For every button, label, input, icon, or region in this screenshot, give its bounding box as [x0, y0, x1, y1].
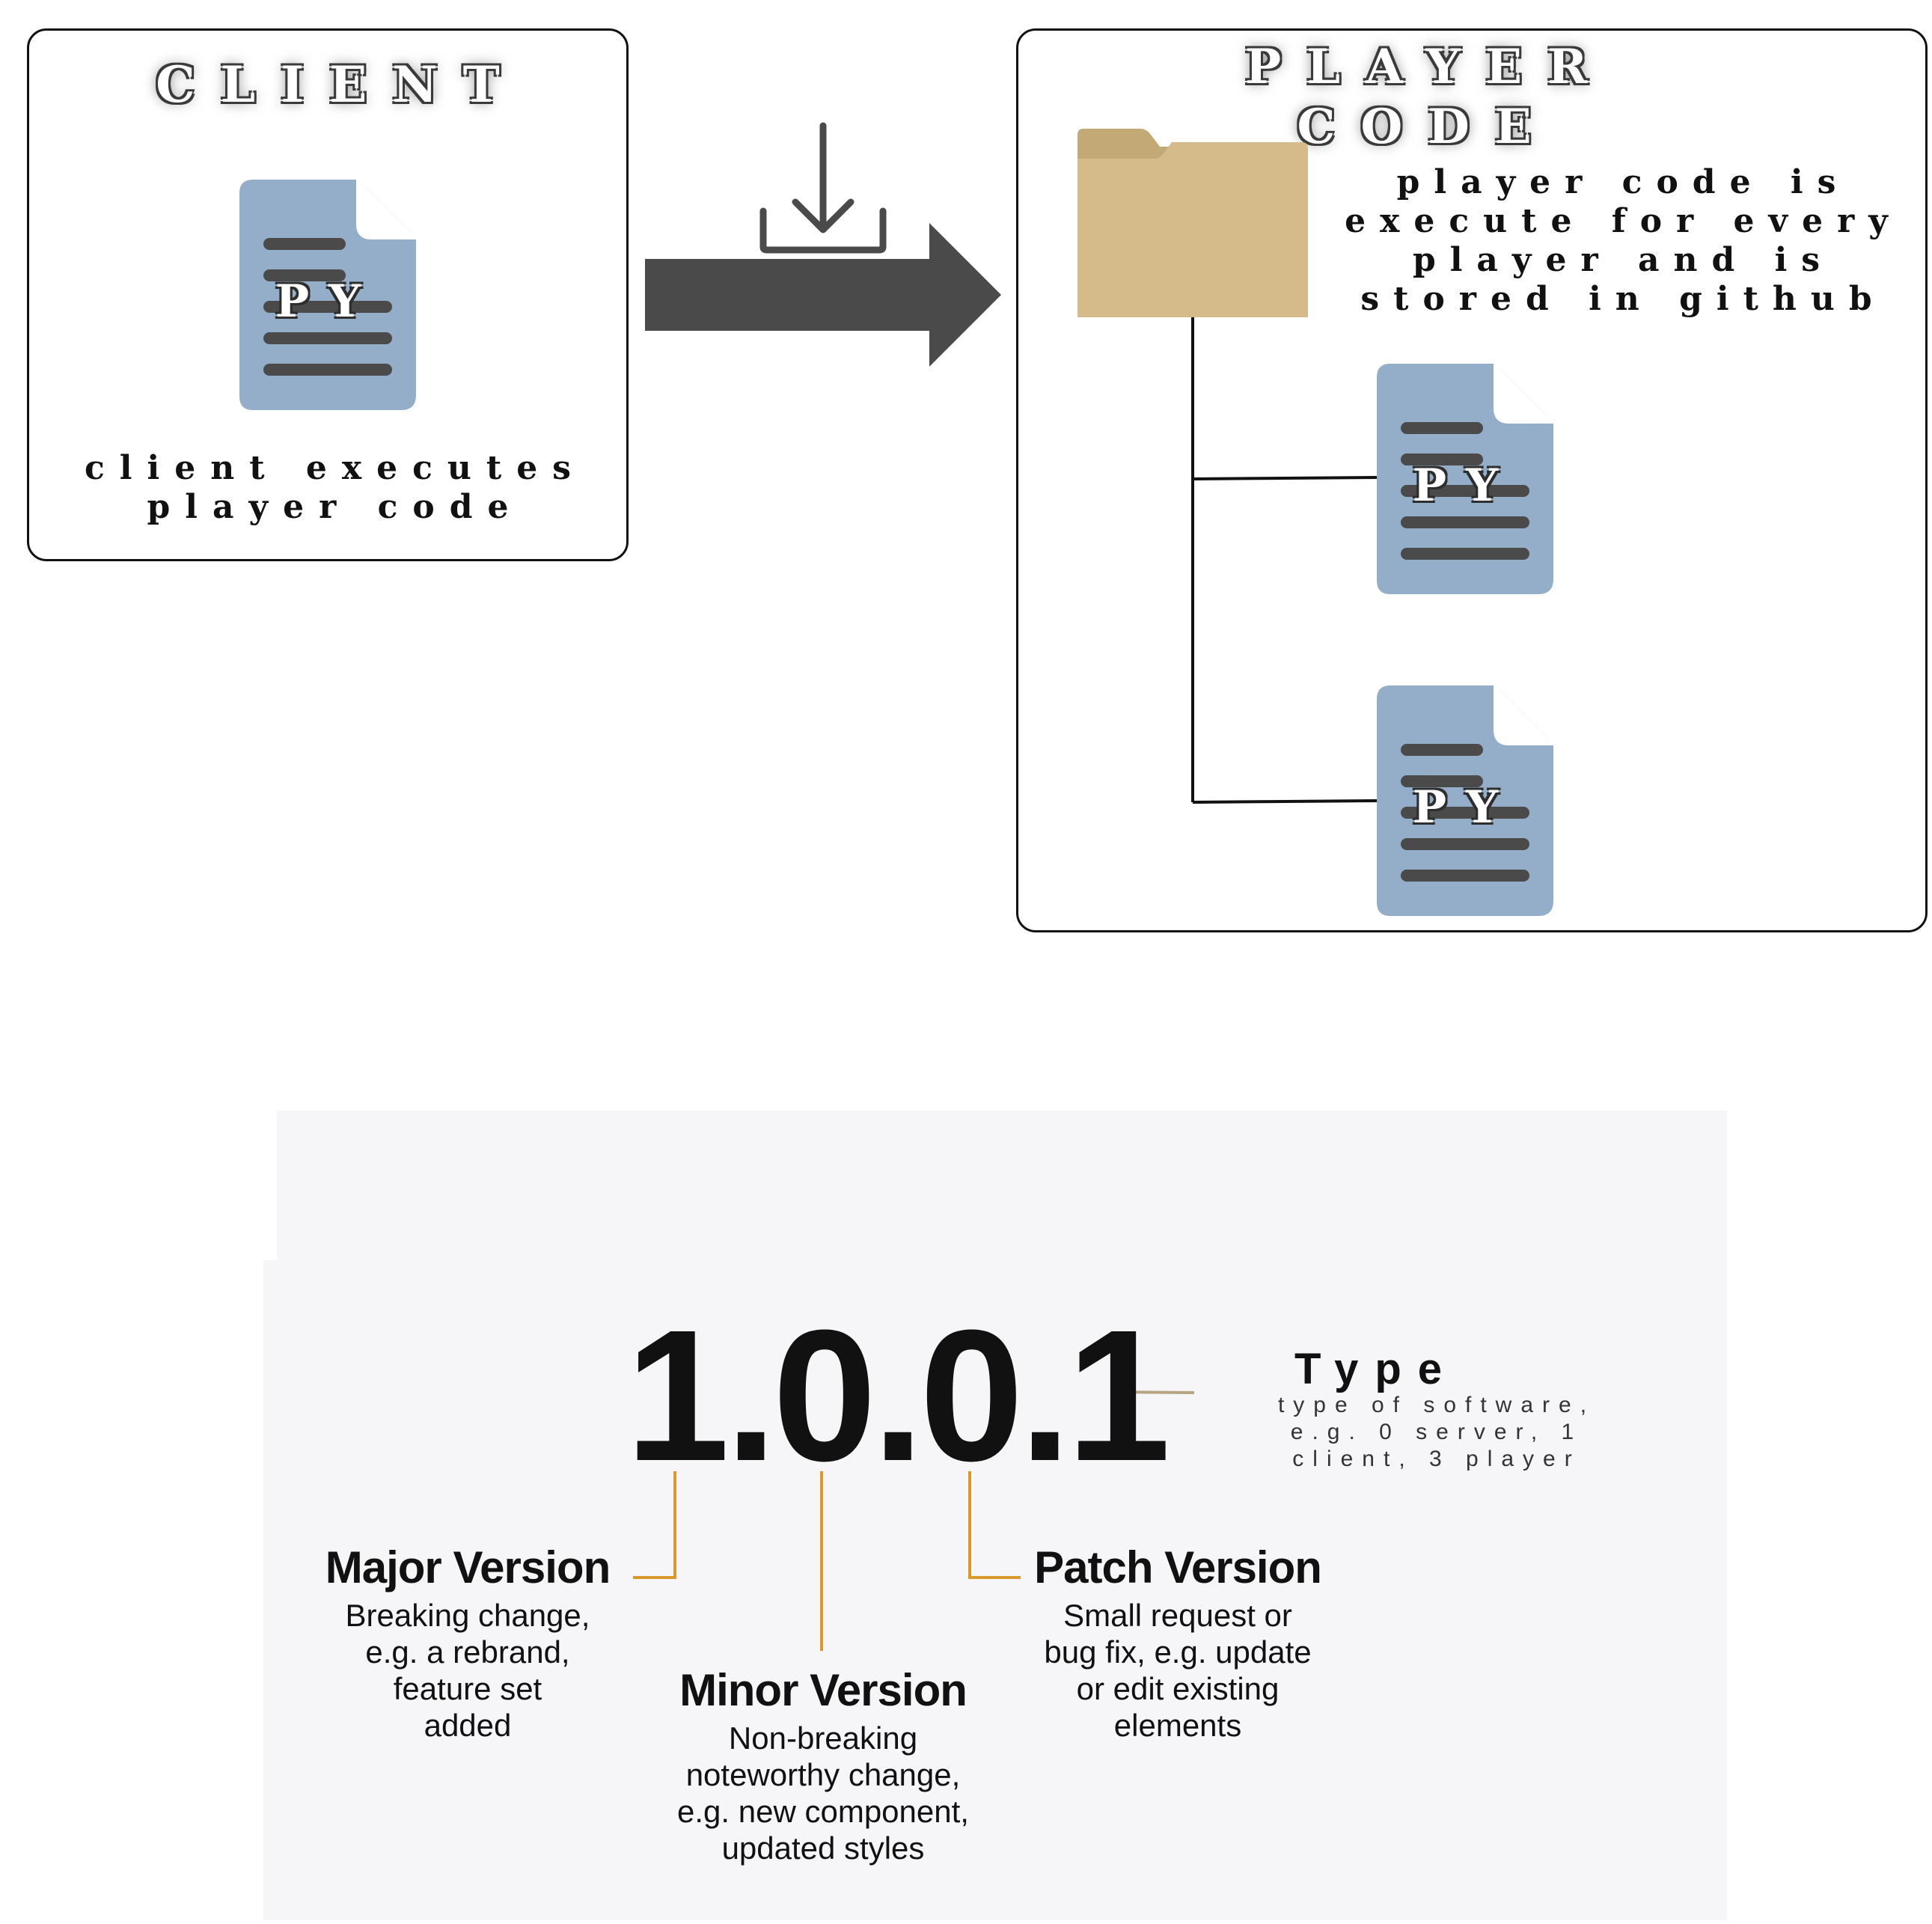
- major-version-desc-line: added: [424, 1708, 512, 1743]
- patch-version-desc-line: Small request or: [1063, 1598, 1292, 1633]
- python-file-icon: [239, 178, 418, 410]
- file-label-py: PY: [275, 275, 380, 328]
- patch-version-desc-line: elements: [1113, 1708, 1242, 1743]
- type-desc-line3: client, 3 player: [1292, 1447, 1581, 1471]
- client-caption-line1: client executes: [85, 449, 586, 487]
- minor-version-desc-line: Non-breaking: [728, 1720, 918, 1756]
- type-desc-line1: type of software,: [1277, 1393, 1596, 1417]
- version-panel: [263, 1260, 1727, 1920]
- major-version-title: Major Version: [325, 1542, 611, 1592]
- top-diagram-graphics: [239, 122, 1555, 916]
- player-code-title-line1: PLAYER: [1245, 39, 1613, 95]
- arrow-right-icon: [645, 223, 1001, 367]
- player-code-desc-line3: player and is: [1412, 241, 1835, 279]
- patch-version-desc-line: bug fix, e.g. update: [1044, 1634, 1312, 1670]
- python-file-icon: [1377, 362, 1555, 594]
- minor-version-desc-line: updated styles: [721, 1830, 925, 1866]
- patch-version-desc-line: or edit existing: [1076, 1671, 1280, 1706]
- type-title: Type: [1294, 1345, 1459, 1393]
- minor-version-title: Minor Version: [679, 1665, 967, 1715]
- player-code-desc-line1: player code is: [1396, 163, 1850, 201]
- python-file-icon: [1377, 684, 1555, 916]
- major-version-desc: Breaking change, e.g. a rebrand, feature…: [307, 1597, 629, 1744]
- player-code-desc-line2: execute for every: [1345, 202, 1902, 240]
- file-label-py: PY: [1413, 459, 1517, 512]
- type-desc-line2: e.g. 0 server, 1: [1290, 1420, 1583, 1444]
- minor-version-desc-line: noteworthy change,: [685, 1757, 961, 1792]
- version-number: 1.0.0.1: [626, 1291, 1171, 1500]
- minor-version-desc: Non-breaking noteworthy change, e.g. new…: [651, 1720, 995, 1866]
- file-label-py: PY: [1413, 781, 1517, 834]
- version-panel-top: [277, 1111, 1727, 1275]
- client-title: CLIENT: [156, 55, 525, 114]
- patch-version-desc: Small request or bug fix, e.g. update or…: [1021, 1597, 1335, 1744]
- download-icon: [759, 122, 887, 254]
- player-code-title-line2: CODE: [1297, 99, 1557, 155]
- major-version-desc-line: e.g. a rebrand,: [365, 1634, 570, 1670]
- major-version-desc-line: feature set: [393, 1671, 542, 1706]
- folder-icon: [1077, 129, 1308, 317]
- patch-version-title: Patch Version: [1034, 1542, 1322, 1592]
- player-code-desc-line4: stored in github: [1360, 280, 1886, 318]
- minor-version-desc-line: e.g. new component,: [677, 1794, 969, 1829]
- client-caption-line2: player code: [147, 488, 524, 526]
- tree-connector: [1191, 317, 1378, 804]
- major-version-desc-line: Breaking change,: [345, 1598, 590, 1633]
